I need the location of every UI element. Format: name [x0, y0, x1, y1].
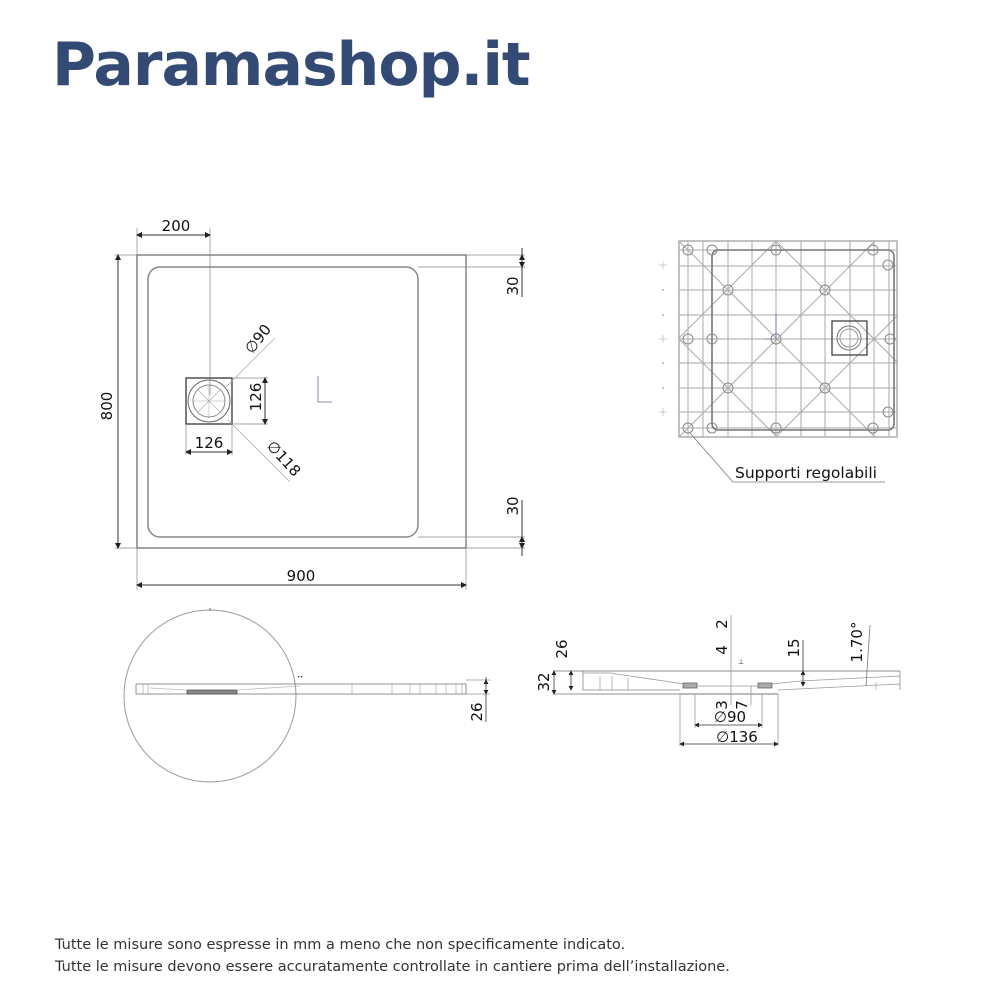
- dim-side-thickness: 26: [468, 702, 486, 721]
- brand-logo: Paramashop.it: [52, 30, 531, 100]
- dim-drain-outer-diameter: ∅118: [263, 437, 304, 480]
- dim-section-slope: 1.70°: [848, 622, 866, 663]
- dim-section-7: 7: [733, 700, 751, 710]
- bottom-view-grid: [659, 240, 898, 483]
- svg-text:⊥: ⊥: [738, 658, 744, 666]
- side-view: [123, 608, 490, 783]
- dim-height: 800: [98, 392, 116, 421]
- dim-section-15: 15: [785, 638, 803, 657]
- footer-note-verify: Tutte le misure devono essere accuratame…: [55, 959, 730, 975]
- dim-border-bottom: 30: [504, 496, 522, 515]
- dim-section-3: 3: [713, 700, 731, 710]
- callout-supporti-regolabili: Supporti regolabili: [735, 464, 877, 482]
- section-view: ⊥: [551, 615, 901, 747]
- dim-drain-box-height: 126: [247, 383, 265, 412]
- dim-section-total-height: 32: [535, 672, 553, 691]
- top-view: [115, 228, 525, 590]
- dim-section-4: 4: [713, 645, 731, 655]
- dim-width: 900: [287, 567, 316, 585]
- footer-notes: Tutte le misure sono espresse in mm a me…: [55, 934, 730, 978]
- dim-drain-inner-diameter: ∅90: [241, 321, 275, 357]
- dim-section-2: 2: [713, 619, 731, 629]
- dim-border-top: 30: [504, 276, 522, 295]
- dim-section-drain-90: ∅90: [714, 708, 746, 726]
- dim-drain-offset: 200: [162, 217, 191, 235]
- dim-section-edge-height: 26: [553, 639, 571, 658]
- footer-note-units: Tutte le misure sono espresse in mm a me…: [55, 937, 626, 953]
- dim-section-drain-136: ∅136: [716, 728, 758, 746]
- dim-drain-box-width: 126: [195, 434, 224, 452]
